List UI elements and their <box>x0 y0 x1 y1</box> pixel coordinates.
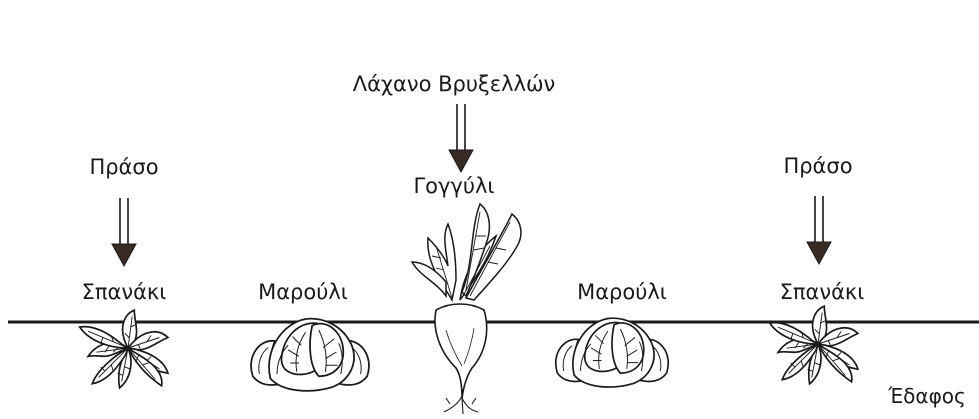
arrow-brussels-sprouts <box>449 104 473 172</box>
label-soil: Έδαφος <box>888 386 966 406</box>
label-leek-left: Πράσο <box>89 157 158 178</box>
label-lettuce-left: Μαρούλι <box>258 282 348 303</box>
label-lettuce-right: Μαρούλι <box>577 282 667 303</box>
lettuce-plant-left <box>251 319 369 391</box>
label-spinach-left: Σπανάκι <box>82 282 167 303</box>
turnip-plant <box>412 204 521 414</box>
label-spinach-right: Σπανάκι <box>780 282 865 303</box>
label-turnip: Γογγύλι <box>413 176 494 197</box>
label-leek-right: Πράσο <box>783 156 852 177</box>
arrow-leek-left <box>112 198 136 266</box>
label-brussels-sprouts: Λάχανο Βρυξελλών <box>353 74 556 95</box>
spinach-plant-right <box>770 306 858 384</box>
arrow-leek-right <box>807 196 831 264</box>
lettuce-plant-right <box>556 318 669 387</box>
